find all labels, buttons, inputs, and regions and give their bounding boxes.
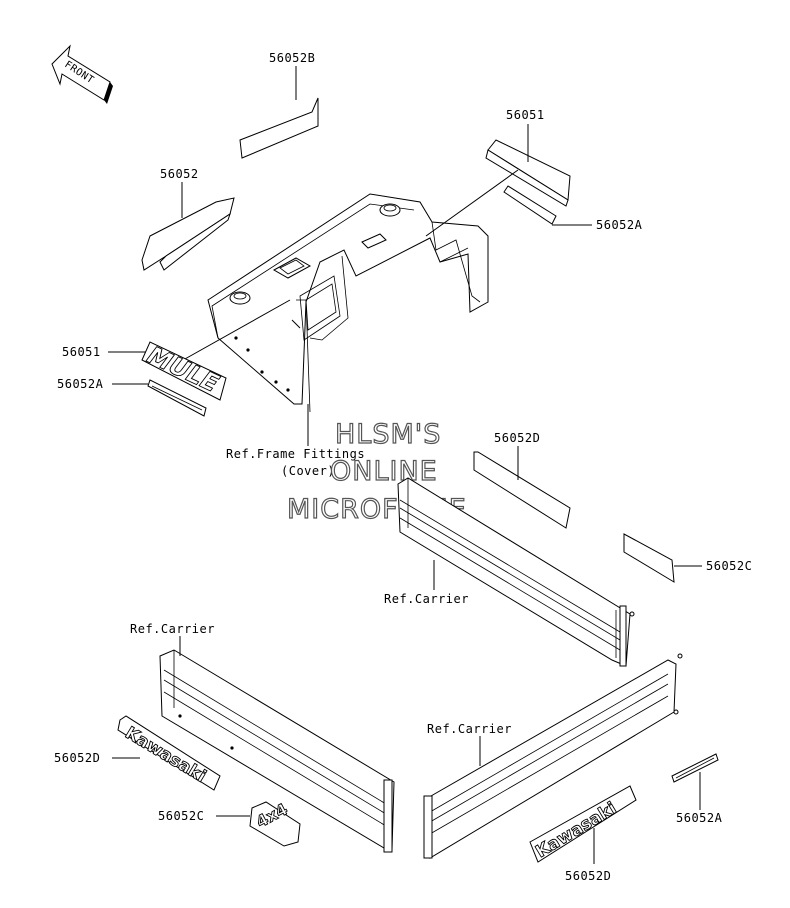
kawasaki-emblem-right: Kawasaki [529, 785, 637, 863]
watermark-line2: ONLINE [330, 456, 438, 487]
label-56051-left: 56051 [62, 345, 101, 359]
label-56052d-bottom: 56052D [565, 869, 611, 883]
label-56052-left: 56052 [160, 167, 199, 181]
four-by-four-emblem: 4x4 [249, 799, 301, 847]
label-ref-carrier-mid: Ref.Carrier [384, 592, 469, 606]
carrier-panel-left [159, 649, 395, 853]
cover-frame-fitting [207, 193, 489, 413]
label-56052c-left: 56052C [158, 809, 204, 823]
carrier-panel-mid [397, 477, 635, 667]
label-56052d-mid: 56052D [494, 431, 540, 445]
label-56052b: 56052B [269, 51, 315, 65]
sticker-56051-top [485, 124, 571, 207]
sticker-56052b [239, 66, 319, 159]
mule-emblem: MULE [140, 341, 227, 401]
label-56052c-right: 56052C [706, 559, 752, 573]
watermark-line1: HLSM'S [335, 419, 441, 450]
kawasaki-right-text: Kawasaki [532, 799, 620, 863]
label-ref-carrier-left: Ref.Carrier [130, 622, 215, 636]
sticker-56052a-left [147, 379, 207, 417]
sticker-56052a-low [671, 753, 719, 783]
carrier-panel-right [423, 653, 683, 859]
label-ref-frame-cover: (Cover) [281, 464, 335, 478]
label-ref-carrier-right: Ref.Carrier [427, 722, 512, 736]
label-56051-top: 56051 [506, 108, 545, 122]
label-56052a-left: 56052A [57, 377, 104, 391]
front-arrow-icon: FRONT [51, 44, 113, 104]
label-ref-frame-fittings: Ref.Frame Fittings [226, 447, 365, 461]
sticker-56052d-mid [473, 446, 571, 529]
sticker-56052c-right [623, 533, 702, 583]
sticker-56052a-right [503, 185, 592, 226]
sticker-56052-left [141, 182, 235, 271]
label-56052a-low: 56052A [676, 811, 723, 825]
label-56052d-left: 56052D [54, 751, 100, 765]
label-56052a-right: 56052A [596, 218, 643, 232]
